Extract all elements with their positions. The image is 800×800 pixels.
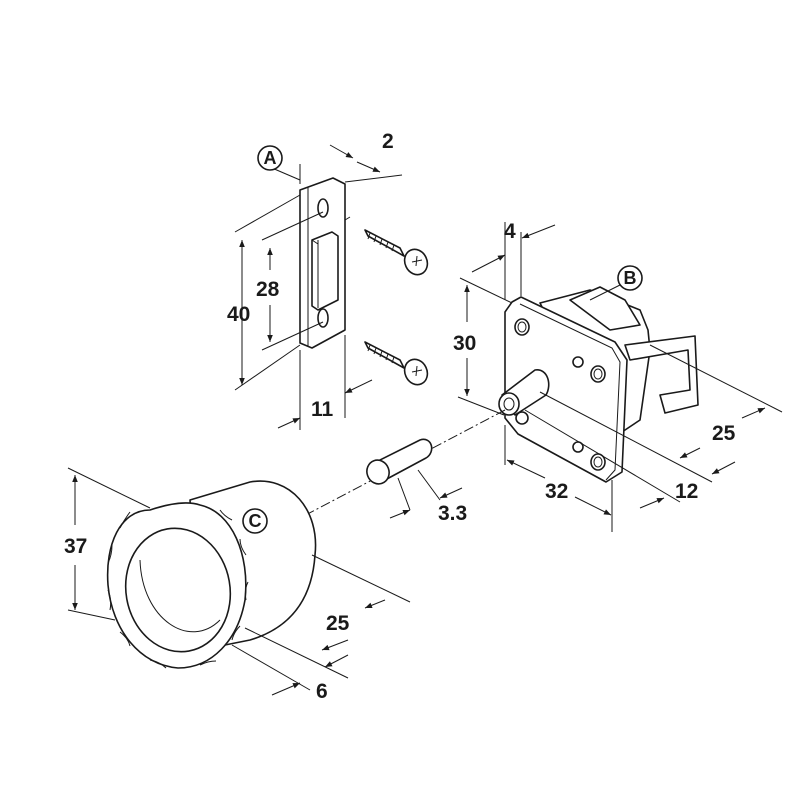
- callout-a-label: A: [264, 148, 277, 168]
- dim-a-thickness: 2: [382, 130, 394, 153]
- dim-a-hole-spacing: 28: [256, 278, 280, 301]
- dim-pin-diameter: 3.3: [438, 502, 467, 525]
- part-a-strike-plate: [299, 177, 346, 349]
- callout-a: A: [257, 145, 283, 171]
- dim-b-pin-depth: 12: [675, 480, 698, 503]
- part-b-dimensions: [457, 222, 783, 532]
- dim-c-length: 25: [326, 612, 350, 635]
- dim-a-width: 11: [311, 398, 334, 421]
- callout-c-label: C: [249, 511, 262, 531]
- dim-c-diameter: 37: [64, 535, 87, 558]
- dim-b-plate-depth: 4: [504, 220, 516, 243]
- part-a-dimensions: [234, 144, 403, 430]
- callout-b-label: B: [624, 268, 637, 288]
- dim-c-rim: 6: [316, 680, 328, 703]
- dim-b-depth: 25: [712, 422, 736, 445]
- part-c-dimensions: [67, 467, 411, 696]
- part-c-knob: [106, 480, 317, 669]
- callout-b: B: [617, 265, 643, 291]
- dim-b-width: 32: [545, 480, 568, 503]
- screw-upper: [364, 229, 429, 276]
- part-b-latch: [498, 286, 699, 483]
- screw-lower: [364, 341, 429, 386]
- callout-c: C: [242, 508, 268, 534]
- pin: [366, 438, 463, 519]
- dim-b-height: 30: [453, 332, 476, 355]
- dim-a-height: 40: [227, 303, 250, 326]
